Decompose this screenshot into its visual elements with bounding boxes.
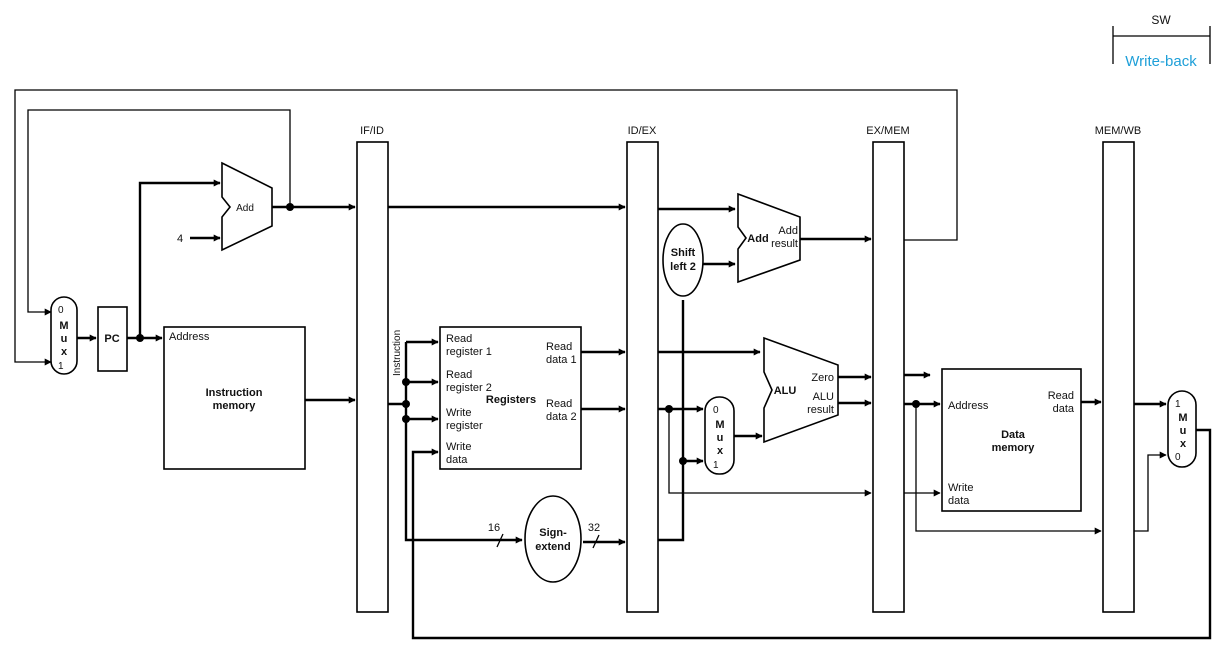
register-file: Read register 1 Read register 2 Write re… (439, 326, 582, 470)
pipeline-register-if-id: IF/ID (356, 125, 389, 613)
stage-name: Write-back (1125, 53, 1197, 70)
stage-indicator: SW Write-back (1112, 13, 1211, 70)
alu-result-line2: result (807, 404, 834, 416)
pc-mux-letter-m: M (59, 320, 68, 332)
read-register-2-line2: register 2 (446, 382, 492, 394)
sign-extend: Sign- extend (524, 495, 582, 583)
branch-adder: Add Add result (737, 192, 801, 284)
imem-title-1: Instruction (206, 387, 263, 399)
alu-label: ALU (774, 385, 797, 397)
data-memory: Address Read data Data memory Write data (941, 368, 1082, 512)
constant-four: 4 (177, 233, 183, 245)
pipeline-register-mem-wb: MEM/WB (1095, 125, 1141, 613)
wb-mux-bottom: 0 (1175, 452, 1181, 463)
dmem-title-2: memory (992, 442, 1036, 454)
dmem-write-line1: Write (948, 482, 973, 494)
alu-mux-letter-x: x (717, 445, 724, 457)
alu-mux-letter-u: u (717, 432, 724, 444)
sign-extend-output-width: 32 (588, 522, 600, 534)
wb-mux-letter-u: u (1180, 425, 1187, 437)
alu-mux-bottom: 1 (713, 460, 719, 471)
sign-extend-input-width: 16 (488, 522, 500, 534)
dmem-read-line1: Read (1048, 390, 1074, 402)
instruction-memory: Address Instruction memory (163, 326, 306, 470)
wb-mux-letter-x: x (1180, 438, 1187, 450)
read-register-1-line2: register 1 (446, 346, 492, 358)
branch-result-line2: result (771, 238, 798, 250)
alu-mux-letter-m: M (715, 419, 724, 431)
pipeline-register-id-ex: ID/EX (626, 125, 659, 613)
branch-result-line1: Add (778, 225, 798, 237)
write-register-line2: register (446, 420, 483, 432)
read-register-2-line1: Read (446, 369, 472, 381)
wb-mux-letter-m: M (1178, 412, 1187, 424)
id-ex-label: ID/EX (628, 125, 657, 137)
read-register-1-line1: Read (446, 333, 472, 345)
alu: ALU Zero ALU result (763, 336, 839, 444)
pipeline-register-ex-mem: EX/MEM (866, 125, 910, 613)
pc-adder: Add (221, 161, 273, 252)
shift-left-line2: left 2 (670, 261, 696, 273)
junction-dots (136, 203, 920, 465)
alu-mux: 0 M u x 1 (704, 396, 735, 475)
mem-wb-label: MEM/WB (1095, 125, 1141, 137)
alu-mux-top: 0 (713, 405, 719, 416)
dmem-read-line2: data (1053, 403, 1075, 415)
sign-extend-line2: extend (535, 541, 570, 553)
read-data-1-line1: Read (546, 341, 572, 353)
write-register-line1: Write (446, 407, 471, 419)
instruction-wire-label: Instruction (392, 330, 403, 376)
if-id-label: IF/ID (360, 125, 384, 137)
read-data-2-line2: data 2 (546, 411, 577, 423)
branch-adder-label: Add (747, 233, 768, 245)
read-data-1-line2: data 1 (546, 354, 577, 366)
pc-adder-label: Add (236, 203, 254, 214)
datapath-wires (14, 89, 1212, 640)
alu-result-line1: ALU (813, 391, 834, 403)
instruction-name: SW (1151, 13, 1171, 27)
dmem-address-label: Address (948, 400, 989, 412)
pc-register: PC (97, 306, 128, 372)
dmem-write-line2: data (948, 495, 970, 507)
imem-title-2: memory (213, 400, 257, 412)
pc-mux-top: 0 (58, 305, 64, 316)
shift-left-2: Shift left 2 (662, 223, 704, 297)
sign-extend-line1: Sign- (539, 527, 567, 539)
ex-mem-label: EX/MEM (866, 125, 909, 137)
imem-address-label: Address (169, 331, 210, 343)
pc-mux: 0 M u x 1 (50, 296, 78, 375)
pc-mux-letter-x: x (61, 346, 68, 358)
read-data-2-line1: Read (546, 398, 572, 410)
write-data-line2: data (446, 454, 468, 466)
dmem-title-1: Data (1001, 429, 1026, 441)
shift-left-line1: Shift (671, 247, 696, 259)
pc-label: PC (104, 333, 119, 345)
wb-mux-top: 1 (1175, 399, 1181, 410)
pc-mux-letter-u: u (61, 333, 68, 345)
pc-mux-bottom: 1 (58, 361, 64, 372)
write-data-line1: Write (446, 441, 471, 453)
registers-title: Registers (486, 394, 536, 406)
wb-mux: 1 M u x 0 (1167, 390, 1197, 468)
alu-zero-label: Zero (811, 372, 834, 384)
